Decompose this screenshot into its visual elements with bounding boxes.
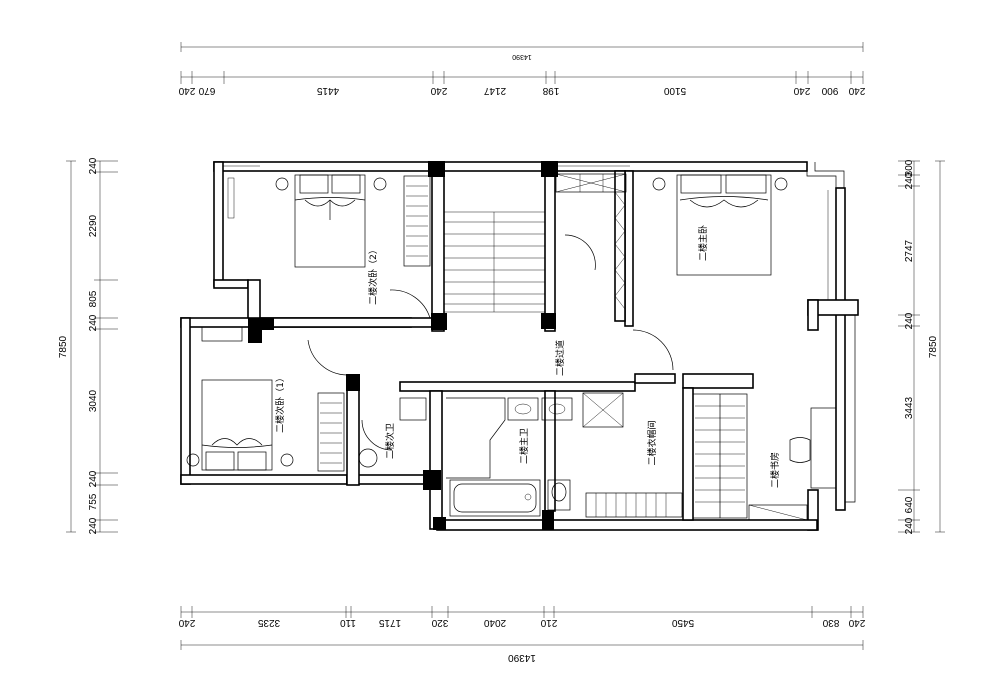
label-closet: 二楼衣帽间 [646,420,658,465]
bottom-seg-5: 320 [431,617,448,628]
bottom-seg-6: 2040 [483,617,506,628]
top-seg-2: 670 [198,85,215,96]
right-overall-dim: 7850 [928,335,939,358]
label-corridor: 二楼过道 [554,340,566,376]
label-second-bedroom-1: 二楼次卧（1） [274,373,286,433]
bottom-dimension-chain: 240 3235 110 1715 320 2040 210 5450 830 … [178,606,865,663]
left-seg-6: 240 [88,470,99,487]
top-seg-10: 240 [848,85,865,96]
bottom-seg-2: 3235 [257,617,280,628]
top-overall-dim: 14390 [512,53,532,60]
bedroom-1-furniture [186,326,348,472]
structural-columns [248,161,558,530]
closet-fixtures [582,392,748,519]
top-seg-8: 240 [793,85,810,96]
bottom-seg-3: 110 [340,617,356,628]
right-dimension-chain: 300 240 2747 240 3443 640 240 7850 [898,159,945,534]
interior-walls [259,170,754,530]
top-seg-3: 4415 [316,85,339,96]
right-seg-2: 240 [904,172,915,189]
bottom-seg-9: 830 [822,617,839,628]
left-seg-4: 240 [88,314,99,331]
right-seg-1: 300 [904,159,915,176]
master-bedroom-furniture [555,173,829,371]
top-seg-6: 198 [542,85,559,96]
left-seg-1: 240 [88,157,99,174]
left-seg-5: 3040 [88,389,99,412]
second-bath-fixtures [358,397,427,468]
bottom-seg-7: 210 [540,617,557,628]
label-master-bath: 二楼主卫 [518,428,530,464]
staircase [443,211,546,313]
top-seg-9: 900 [821,85,838,96]
top-seg-7: 5100 [663,85,686,96]
left-seg-3: 805 [88,290,99,307]
top-seg-1: 240 [178,85,195,96]
left-seg-7: 755 [88,493,99,510]
exterior-walls [180,161,859,531]
right-seg-7: 240 [904,517,915,534]
top-seg-5: 2147 [483,85,506,96]
top-seg-4: 240 [430,85,447,96]
study-furniture [748,407,837,521]
right-seg-4: 240 [904,312,915,329]
right-seg-6: 640 [904,496,915,513]
left-seg-8: 240 [88,517,99,534]
bottom-seg-10: 240 [848,617,865,628]
bedroom-2-furniture [227,174,431,319]
master-bath-fixtures [446,397,573,517]
bottom-overall-dim: 14390 [508,652,536,663]
label-second-bedroom-2: 二楼次卧（2） [367,245,379,305]
bottom-seg-1: 240 [178,617,195,628]
label-second-bath: 二楼次卫 [384,423,396,459]
bottom-seg-4: 1715 [378,617,401,628]
right-seg-3: 2747 [904,239,915,262]
room-labels: 二楼次卧（2） 二楼主卧 二楼过道 二楼次卧（1） 二楼次卫 二楼主卫 二楼衣帽… [274,225,781,488]
label-master-bedroom: 二楼主卧 [697,225,709,261]
right-seg-5: 3443 [904,396,915,419]
bottom-seg-8: 5450 [671,617,694,628]
top-dimension-chain: 14390 240 670 4415 240 2147 198 5100 240… [178,42,865,96]
label-study: 二楼书房 [769,452,781,488]
left-dimension-chain: 7850 240 2290 805 240 3040 240 755 240 [58,157,118,534]
left-overall-dim: 7850 [58,335,69,358]
left-seg-2: 2290 [88,214,99,237]
